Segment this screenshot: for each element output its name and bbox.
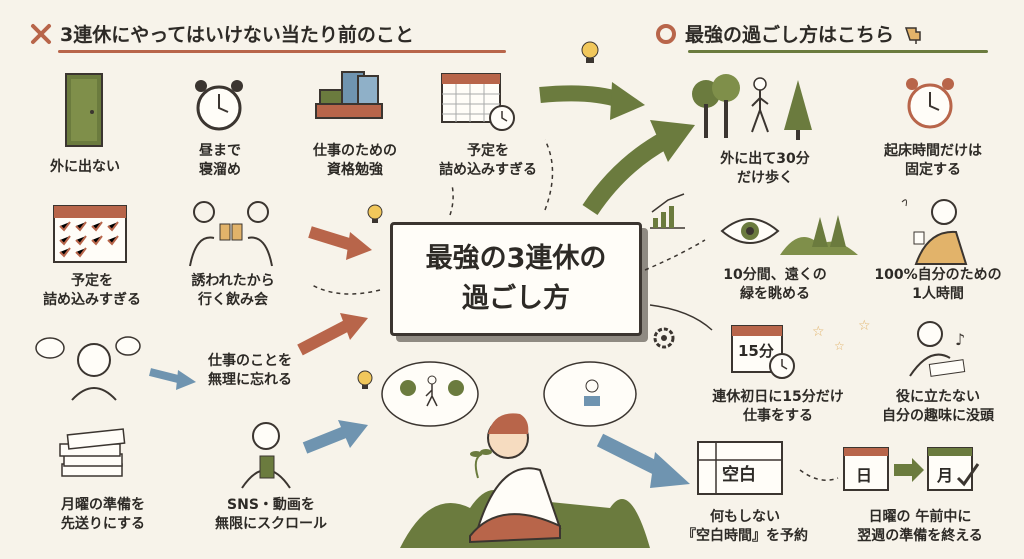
- right-header: 最強の過ごし方はこちら: [655, 20, 926, 47]
- lightbulb-icon-2: [367, 204, 383, 223]
- arrow-blank: [596, 433, 664, 477]
- calendar-clock-icon: [441, 73, 515, 131]
- x-icon: [31, 23, 51, 44]
- sun-mon-calendar-icon: [843, 447, 980, 491]
- phone-person-icon: [241, 422, 291, 489]
- pointing-hand-icon: [904, 26, 921, 44]
- relaxing-person-icon: [901, 199, 968, 265]
- thought-walking-icon: [400, 375, 464, 407]
- left-header: 3連休にやってはいけない当たり前のこと: [30, 20, 414, 47]
- big-arrow-walk: [582, 132, 670, 216]
- thought-reading-icon: [584, 379, 600, 406]
- dont-item-cert-study: 仕事のための 資格勉強: [313, 143, 397, 178]
- arrow-blank-head: [650, 452, 690, 488]
- arrow-small-blue: [149, 368, 183, 384]
- dont-item-drinking: 誘われたから 行く飲み会: [191, 273, 275, 308]
- dashed-arrow-green: [644, 239, 706, 271]
- dont-item-stay-inside: 外に出ない: [50, 159, 120, 175]
- circle-icon: [656, 23, 676, 44]
- dashed-arrow-up: [544, 139, 554, 211]
- dont-item-monday-prep: 月曜の準備を 先送りにする: [60, 497, 146, 532]
- arrow-sns: [302, 426, 348, 454]
- dont-item-overbook-left: 予定を 詰め込みすぎる: [43, 273, 141, 308]
- dont-item-overbook-top: 予定を 詰め込みすぎる: [439, 143, 537, 178]
- do-item-hobby: 役に立たない 自分の趣味に没頭: [882, 389, 994, 424]
- dont-item-forget-work: 仕事のことを 無理に忘れる: [208, 353, 292, 388]
- star-icon-3: ☆: [858, 318, 871, 334]
- blank-calendar-icon: [697, 441, 783, 495]
- do-item-me-time: 100%自分のための 1人時間: [874, 267, 1002, 302]
- arrow-forget-head: [340, 313, 368, 340]
- walking-trees-icon: [692, 74, 812, 140]
- calendar-15min-text: 15分: [738, 342, 774, 360]
- dont-item-sleep-noon: 昼まで 寝溜め: [199, 143, 241, 178]
- do-item-work-15: 連休初日に15分だけ 仕事をする: [712, 389, 844, 424]
- big-arrow-top-head: [610, 82, 645, 120]
- big-arrow-walk-head: [650, 120, 695, 162]
- left-header-title: 3連休にやってはいけない当たり前のこと: [60, 24, 414, 46]
- arrow-drinking-head: [346, 232, 372, 260]
- star-icon-1: ☆: [812, 324, 825, 340]
- gear-icon: [653, 327, 675, 349]
- do-item-fixed-wake: 起床時間だけは 固定する: [884, 143, 982, 178]
- lightbulb-icon-1: [581, 41, 599, 63]
- left-header-underline: [58, 50, 506, 53]
- cal-to-text: 月: [937, 466, 954, 485]
- right-header-title: 最強の過ごし方はこちら: [685, 24, 895, 46]
- dashed-arrow-bottom: [799, 469, 839, 481]
- music-note-icon: ♪: [955, 330, 965, 349]
- worried-person-icon: [35, 336, 141, 401]
- right-header-underline: [688, 50, 988, 53]
- dashed-arrow-left: [311, 284, 381, 295]
- alarm-clock-icon: [906, 78, 954, 129]
- drawing-person-icon: [909, 321, 966, 377]
- star-icon-2: ☆: [834, 339, 845, 353]
- big-arrow-top: [539, 85, 623, 108]
- arrow-forget: [297, 319, 351, 356]
- sitting-person-illustration: [381, 361, 650, 548]
- calendar-15min-icon: [731, 325, 795, 379]
- center-title-box: 最強の3連休の 過ごし方: [390, 222, 642, 336]
- do-item-sunday-prep: 日曜の 午前中に 翌週の準備を終える: [857, 509, 983, 544]
- toast-people-icon: [189, 201, 273, 267]
- eye-trees-icon: [720, 215, 858, 255]
- do-item-green: 10分間、遠くの 緑を眺める: [723, 267, 827, 302]
- arrow-drinking: [308, 226, 354, 251]
- calendar-icon: [53, 205, 127, 263]
- lightbulb-icon-3: [357, 370, 373, 389]
- arrow-sns-head: [338, 420, 368, 448]
- paper-stack-icon: [59, 428, 126, 477]
- door-icon: [65, 73, 103, 147]
- cal-from-text: 日: [856, 466, 873, 485]
- alarm-clock-icon: [195, 80, 243, 131]
- do-item-walk: 外に出て30分 だけ歩く: [720, 151, 810, 186]
- curve-arrow-work: [649, 304, 713, 331]
- books-icon: [315, 71, 383, 119]
- growth-chart-icon: [650, 193, 685, 229]
- arrow-small-blue-head: [176, 370, 196, 390]
- center-title: 最強の3連休の 過ごし方: [425, 243, 607, 314]
- blank-calendar-text: 空白: [722, 465, 756, 485]
- do-item-blank-time: 何もしない 『空白時間』を予約: [682, 509, 808, 544]
- dashed-arrow-top: [449, 184, 454, 216]
- dont-item-sns-scroll: SNS・動画を 無限にスクロール: [215, 497, 327, 532]
